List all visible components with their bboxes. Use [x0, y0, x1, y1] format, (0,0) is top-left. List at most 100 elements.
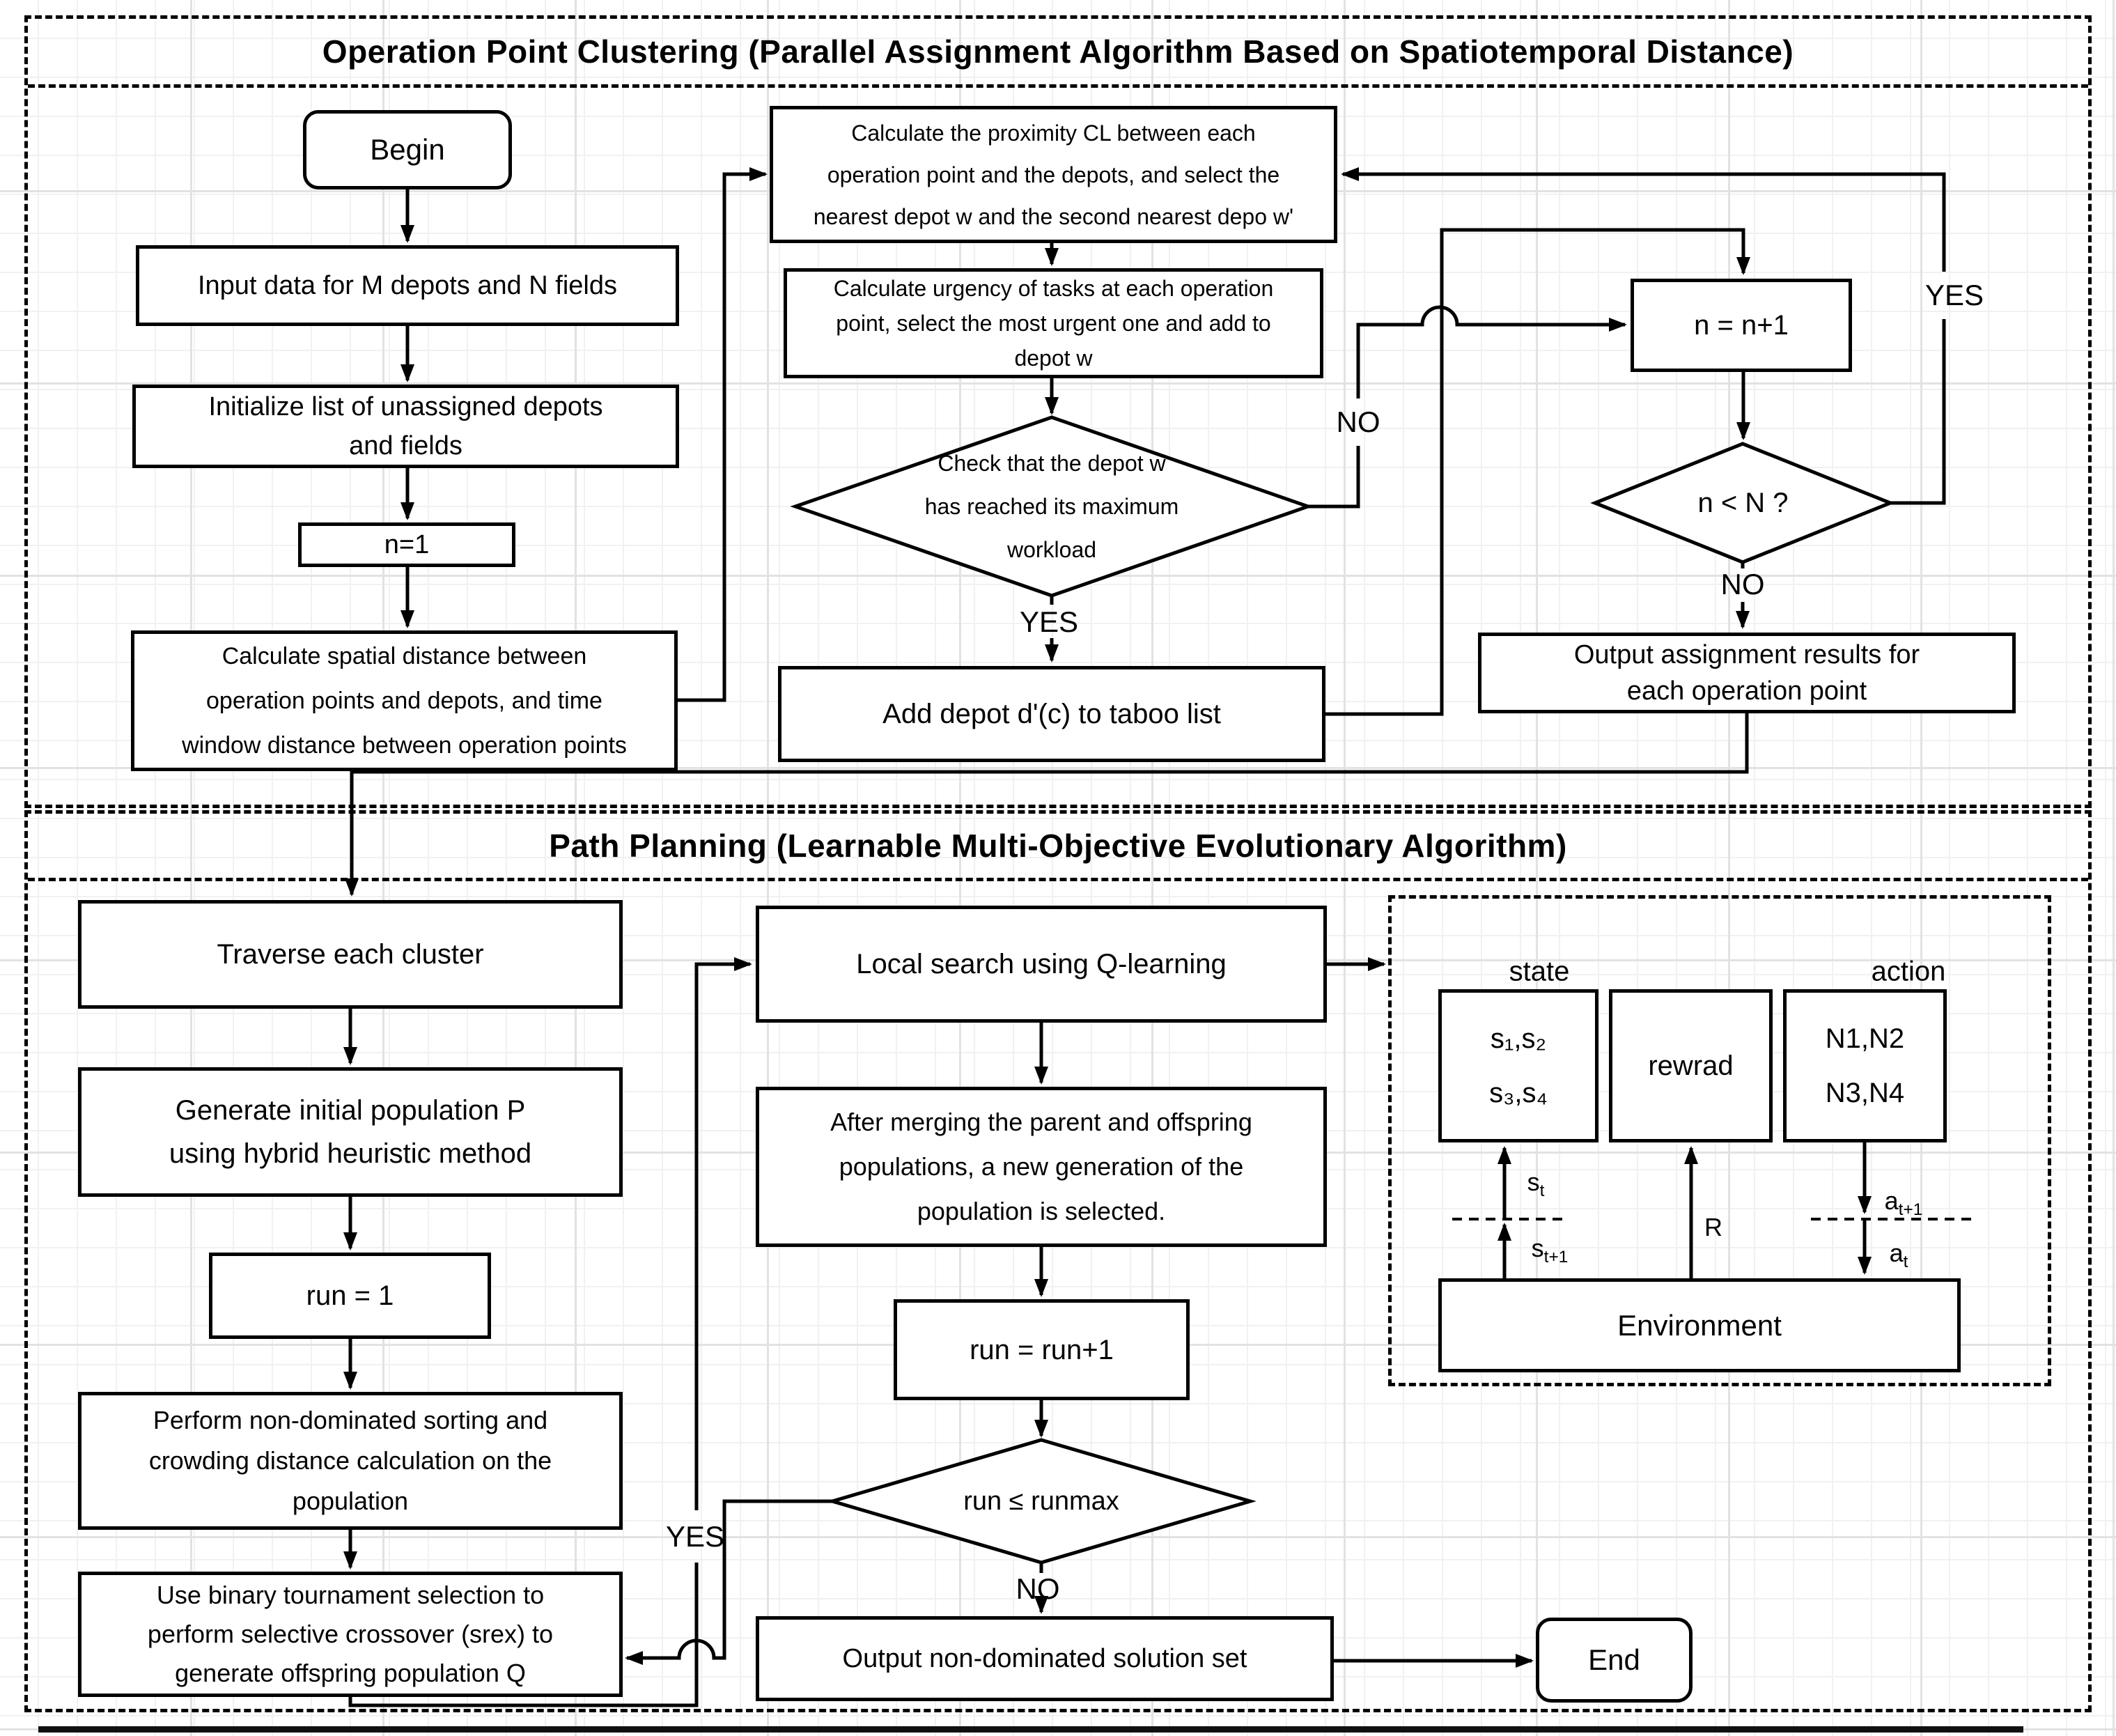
ncheck-no-label: NO — [1720, 568, 1765, 600]
generate-node: Generate initial population P using hybr… — [78, 1067, 623, 1197]
init-list-node: Initialize list of unassigned depots and… — [132, 385, 679, 468]
calc-spatial-line1: Calculate spatial distance between — [221, 643, 587, 669]
n-increment-label: n = n+1 — [1694, 310, 1789, 341]
runcheck-no-label: NO — [1016, 1572, 1060, 1605]
output-assignment-node: Output assignment results for each opera… — [1478, 633, 2016, 713]
run-increment-label: run = run+1 — [970, 1334, 1114, 1365]
run-init-node: run = 1 — [209, 1253, 491, 1339]
workload-line2: has reached its maximum — [924, 494, 1179, 519]
traverse-node: Traverse each cluster — [78, 900, 623, 1009]
add-taboo-label: Add depot d'(c) to taboo list — [882, 699, 1221, 729]
run-init-label: run = 1 — [306, 1280, 394, 1311]
calc-proximity-line2: operation point and the depots, and sele… — [827, 162, 1280, 187]
s-t1-sub: t+1 — [1543, 1248, 1569, 1267]
end-label: End — [1588, 1643, 1640, 1676]
state-label: state — [1509, 956, 1570, 987]
s-t-sub: t — [1539, 1181, 1545, 1201]
crossover-line2: perform selective crossover (srex) to — [147, 1620, 554, 1648]
run-check-label: run ≤ runmax — [963, 1486, 1119, 1516]
output-solution-label: Output non-dominated solution set — [842, 1644, 1247, 1673]
calc-spatial-node: Calculate spatial distance between opera… — [131, 630, 678, 771]
n-check-diamond-text: n < N ? — [1637, 475, 1849, 531]
environment-label: Environment — [1617, 1308, 1782, 1342]
state-box-line2: s₃,s₄ — [1489, 1078, 1548, 1108]
calc-urgency-line2: point, select the most urgent one and ad… — [836, 311, 1271, 336]
n-init-node: n=1 — [298, 522, 515, 567]
action-box-line1: N1,N2 — [1825, 1023, 1905, 1054]
reward-box-label: rewrad — [1648, 1051, 1734, 1081]
workload-yes-label: YES — [1019, 605, 1079, 638]
action-box: N1,N2 N3,N4 — [1783, 989, 1947, 1142]
sorting-line3: population — [292, 1487, 409, 1515]
qlearning-panel — [1388, 895, 2051, 1386]
a-t1-label: at+1 — [1885, 1186, 1923, 1220]
a-t1-base: a — [1884, 1186, 1899, 1215]
s-t1-label: st+1 — [1532, 1234, 1569, 1267]
input-data-node: Input data for M depots and N fields — [136, 245, 679, 326]
merge-line1: After merging the parent and offspring — [830, 1108, 1252, 1136]
output-assignment-line2: each operation point — [1626, 676, 1867, 706]
action-label: action — [1871, 956, 1946, 987]
a-t1-sub: t+1 — [1898, 1200, 1923, 1220]
workload-line1: Check that the depot w — [938, 451, 1166, 476]
run-increment-node: run = run+1 — [894, 1299, 1190, 1400]
reward-box: rewrad — [1609, 989, 1773, 1142]
begin-node: Begin — [303, 110, 512, 189]
state-box: s₁,s₂ s₃,s₄ — [1438, 989, 1598, 1142]
workload-line3: workload — [1006, 537, 1097, 562]
output-solution-node: Output non-dominated solution set — [756, 1616, 1334, 1701]
r-label: R — [1704, 1213, 1722, 1241]
calc-spatial-line2: operation points and depots, and time — [206, 688, 602, 714]
merge-line3: population is selected. — [917, 1197, 1166, 1225]
n-init-label: n=1 — [384, 530, 430, 559]
calc-urgency-line3: depot w — [1014, 346, 1093, 371]
end-node: End — [1536, 1618, 1693, 1703]
a-t-base: a — [1889, 1238, 1904, 1267]
calc-urgency-line1: Calculate urgency of tasks at each opera… — [833, 276, 1274, 301]
local-search-node: Local search using Q-learning — [756, 906, 1327, 1023]
merge-line2: populations, a new generation of the — [839, 1152, 1244, 1181]
runcheck-yes-label: YES — [665, 1520, 725, 1553]
sorting-line2: crowding distance calculation on the — [148, 1446, 552, 1475]
s-t1-base: s — [1531, 1233, 1544, 1262]
traverse-label: Traverse each cluster — [217, 939, 484, 970]
calc-proximity-node: Calculate the proximity CL between each … — [770, 106, 1337, 243]
sorting-line1: Perform non-dominated sorting and — [153, 1406, 548, 1434]
environment-box: Environment — [1438, 1278, 1961, 1372]
generate-line1: Generate initial population P — [175, 1095, 526, 1126]
calc-urgency-node: Calculate urgency of tasks at each opera… — [784, 268, 1323, 378]
local-search-label: Local search using Q-learning — [856, 949, 1227, 979]
sorting-node: Perform non-dominated sorting and crowdi… — [78, 1392, 623, 1530]
a-t-label: at — [1890, 1239, 1908, 1272]
init-list-line1: Initialize list of unassigned depots — [208, 392, 603, 421]
ncheck-yes-label: YES — [1924, 279, 1984, 311]
state-box-line1: s₁,s₂ — [1490, 1023, 1547, 1054]
planning-title: Path Planning (Learnable Multi-Objective… — [549, 828, 1567, 864]
s-t-label: st — [1527, 1168, 1545, 1201]
calc-proximity-line1: Calculate the proximity CL between each — [851, 120, 1256, 146]
a-t-sub: t — [1903, 1253, 1908, 1272]
bottom-border-bar — [38, 1726, 2023, 1733]
clustering-title-band: Operation Point Clustering (Parallel Ass… — [28, 19, 2088, 88]
planning-title-band: Path Planning (Learnable Multi-Objective… — [28, 814, 2088, 881]
crossover-line3: generate offspring population Q — [175, 1659, 526, 1687]
workload-no-label: NO — [1336, 405, 1380, 438]
run-check-diamond-text: run ≤ runmax — [898, 1473, 1184, 1529]
s-t-base: s — [1527, 1167, 1540, 1196]
n-increment-node: n = n+1 — [1631, 279, 1852, 372]
n-check-label: n < N ? — [1697, 487, 1789, 518]
crossover-line1: Use binary tournament selection to — [156, 1581, 545, 1609]
output-assignment-line1: Output assignment results for — [1573, 640, 1920, 669]
add-taboo-node: Add depot d'(c) to taboo list — [778, 666, 1325, 762]
input-data-label: Input data for M depots and N fields — [197, 271, 618, 300]
init-list-line2: and fields — [349, 431, 462, 460]
action-box-line2: N3,N4 — [1825, 1078, 1905, 1108]
calc-spatial-line3: window distance between operation points — [182, 732, 627, 759]
begin-label: Begin — [370, 133, 445, 166]
workload-diamond-text: Check that the depot w has reached its m… — [857, 437, 1247, 575]
clustering-title: Operation Point Clustering (Parallel Ass… — [322, 33, 1794, 70]
crossover-node: Use binary tournament selection to perfo… — [78, 1572, 623, 1697]
merge-node: After merging the parent and offspring p… — [756, 1087, 1327, 1247]
calc-proximity-line3: nearest depot w and the second nearest d… — [813, 203, 1294, 229]
